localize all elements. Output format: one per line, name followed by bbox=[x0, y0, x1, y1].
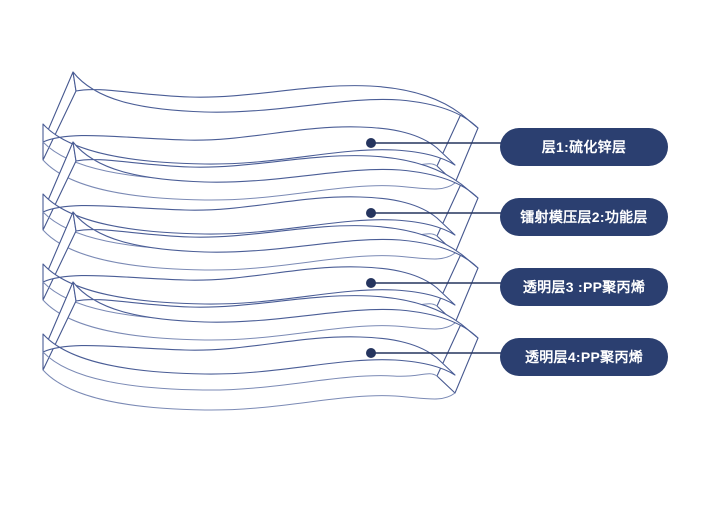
sheet-layer-4-top-face bbox=[72, 281, 479, 339]
sheet-layer-2-bottom-face bbox=[42, 193, 456, 236]
connector-dot-4 bbox=[366, 348, 376, 358]
connector-1 bbox=[366, 138, 512, 148]
sheet-layer-2-front-crease bbox=[42, 229, 456, 271]
sheet-layer-1-front-crease bbox=[42, 159, 456, 201]
connector-dot-2 bbox=[366, 208, 376, 218]
sheet-layer-2-top-face bbox=[72, 141, 479, 199]
sheet-layer-3[interactable] bbox=[42, 211, 479, 341]
sheet-layer-1-bottom-face bbox=[42, 123, 456, 166]
connector-dot-1 bbox=[366, 138, 376, 148]
sheet-layer-3-top-face bbox=[72, 211, 479, 269]
connector-dot-3 bbox=[366, 278, 376, 288]
layer-label-4[interactable]: 透明层4:PP聚丙烯 bbox=[500, 338, 668, 376]
sheet-layer-2[interactable] bbox=[42, 141, 479, 271]
connector-2 bbox=[366, 208, 512, 218]
sheet-layer-4-bottom-face bbox=[42, 333, 456, 376]
sheet-layer-4[interactable] bbox=[42, 281, 479, 411]
sheet-layer-4-right-edge bbox=[436, 323, 479, 394]
sheet-layer-1-top-face bbox=[72, 71, 479, 129]
connector-4 bbox=[366, 348, 512, 358]
layer-label-2[interactable]: 镭射模压层2:功能层 bbox=[500, 198, 668, 236]
sheet-layer-3-bottom-face bbox=[42, 263, 456, 306]
layer-label-1[interactable]: 层1:硫化锌层 bbox=[500, 128, 668, 166]
layer-label-3[interactable]: 透明层3 :PP聚丙烯 bbox=[500, 268, 668, 306]
connector-3 bbox=[366, 278, 512, 288]
sheet-layer-4-under-crease bbox=[42, 351, 438, 391]
sheet-layer-1[interactable] bbox=[42, 71, 479, 201]
sheet-layer-4-front-crease bbox=[42, 369, 456, 411]
sheet-layer-3-front-crease bbox=[42, 299, 456, 341]
